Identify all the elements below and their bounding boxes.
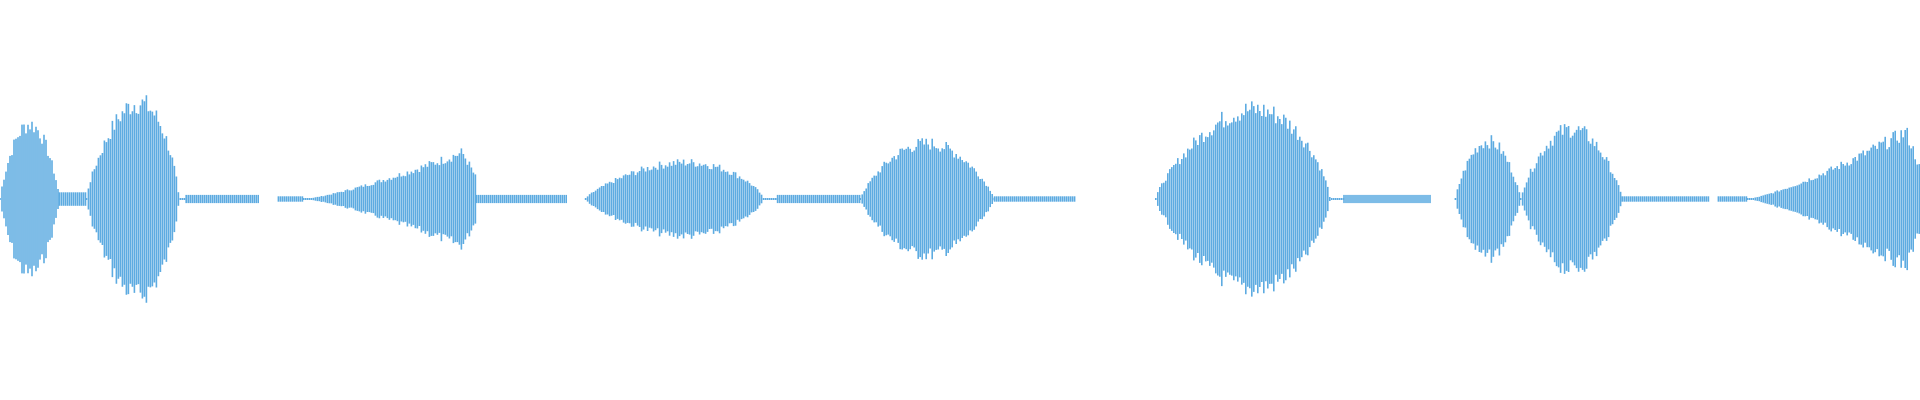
waveform-bars <box>0 95 1920 303</box>
